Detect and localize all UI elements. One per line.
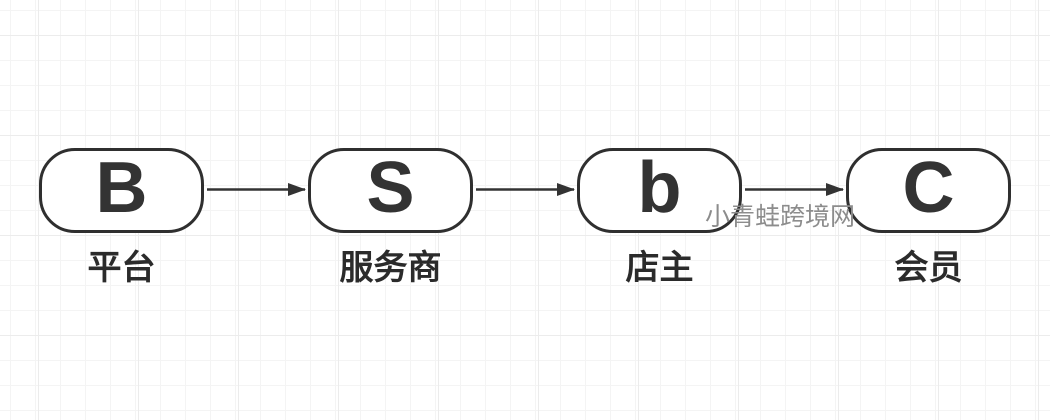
node-label-platform: 平台 <box>87 249 156 287</box>
watermark-text: 小青蛙跨境网 <box>705 203 856 231</box>
node-group-platform: B 平台 <box>39 148 204 285</box>
node-label-member: 会员 <box>894 249 963 287</box>
node-group-member: C 会员 <box>846 148 1011 285</box>
node-box-member: C <box>846 148 1011 233</box>
node-group-service-provider: S 服务商 <box>308 148 473 285</box>
node-letter-service-provider: S <box>366 147 415 228</box>
node-box-platform: B <box>39 148 204 233</box>
node-label-service-provider: 服务商 <box>339 249 442 287</box>
node-letter-shop-owner: b <box>637 147 682 228</box>
node-letter-member: C <box>902 147 955 228</box>
node-box-shop-owner: b <box>577 148 742 233</box>
node-letter-platform: B <box>95 147 148 228</box>
node-label-shop-owner: 店主 <box>625 249 694 287</box>
node-box-service-provider: S <box>308 148 473 233</box>
node-group-shop-owner: b 店主 <box>577 148 742 285</box>
